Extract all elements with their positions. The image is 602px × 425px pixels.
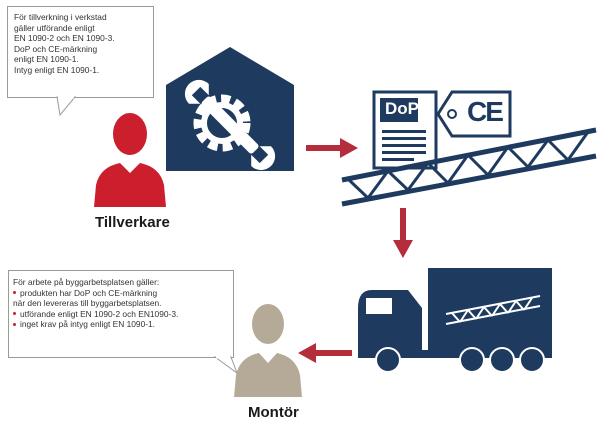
gear-icon: [193, 94, 251, 152]
bubble-intro: För arbete på byggarbetsplatsen gäller:: [13, 277, 160, 287]
ce-tag-icon: [436, 90, 512, 138]
bubble-line: när den levereras till byggarbetsplatsen…: [13, 298, 162, 309]
arrow-left: [298, 343, 352, 363]
fitter-label: Montör: [248, 404, 299, 421]
dop-title: DoP: [385, 99, 419, 118]
truck-icon: [358, 268, 552, 373]
bubble-tail: [56, 96, 77, 117]
bubble-line: För tillverkning i verkstad: [14, 12, 107, 22]
bubble-line: EN 1090-2 och EN 1090-3.: [14, 33, 115, 44]
site-speech-bubble: För arbete på byggarbetsplatsen gäller: …: [8, 270, 234, 358]
bubble-bullet: inget krav på intyg enligt EN 1090-1.: [13, 319, 233, 330]
arrow-down: [393, 208, 413, 258]
bubble-bullet: produkten har DoP och CE-märkning: [13, 288, 233, 299]
lattice-beam-icon: [341, 127, 597, 207]
ce-mark: CE: [467, 96, 504, 127]
fitter-person-icon: [234, 304, 302, 397]
bubble-line: Intyg enligt EN 1090-1.: [14, 64, 100, 75]
bubble-line: DoP och CE-märkning: [14, 43, 98, 54]
truck-cargo-beam-icon: [445, 295, 541, 325]
manufacturer-speech-bubble: För tillverkning i verkstad gäller utför…: [7, 6, 154, 98]
bubble-bullet: utförande enligt EN 1090-2 och EN1090-3.: [13, 309, 233, 320]
bubble-tail: [213, 356, 239, 375]
manufacturer-person-icon: [94, 113, 166, 207]
arrow-right: [306, 138, 358, 158]
bubble-line: enligt EN 1090-1.: [14, 54, 79, 65]
workshop-house-icon: [166, 47, 294, 171]
manufacturer-label: Tillverkare: [95, 214, 170, 231]
bubble-line: gäller utförande enligt: [14, 22, 95, 33]
wrench-icon: [184, 79, 276, 171]
